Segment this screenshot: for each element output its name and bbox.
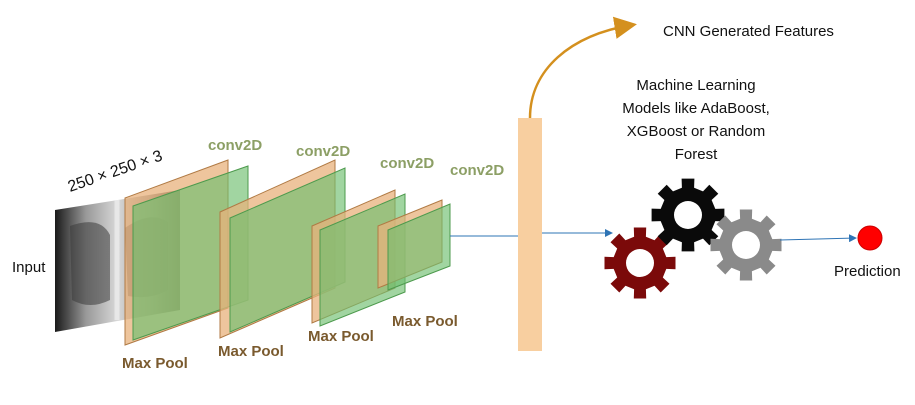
input-label: Input	[12, 259, 46, 276]
gear-icon	[651, 178, 725, 252]
features-curve-arrow	[528, 16, 637, 119]
ml-models-line-3: XGBoost or Random	[627, 123, 765, 140]
cnn-features-label: CNN Generated Features	[663, 23, 834, 40]
ml-models-line-4: Forest	[675, 146, 718, 163]
arrow-to-prediction	[779, 234, 857, 243]
gear-icon	[604, 227, 676, 299]
ml-models-line-1: Machine Learning	[636, 77, 755, 94]
conv-label-2: conv2D	[296, 143, 350, 160]
prediction-dot-icon	[857, 225, 883, 251]
pool-label-2: Max Pool	[218, 343, 284, 360]
conv-label-4: conv2D	[450, 162, 504, 179]
conv-layer-4	[387, 203, 451, 291]
pool-label-3: Max Pool	[308, 328, 374, 345]
gear-hole	[626, 249, 654, 277]
feature-vector-bar	[518, 118, 542, 351]
pool-label-4: Max Pool	[392, 313, 458, 330]
gear-hole	[732, 231, 760, 259]
pool-label-1: Max Pool	[122, 355, 188, 372]
prediction-label: Prediction	[834, 263, 901, 280]
gear-hole	[674, 201, 702, 229]
gear-icon	[710, 209, 782, 281]
ml-models-line-2: Models like AdaBoost,	[622, 100, 770, 117]
conv-label-3: conv2D	[380, 155, 434, 172]
conv-label-1: conv2D	[208, 137, 262, 154]
